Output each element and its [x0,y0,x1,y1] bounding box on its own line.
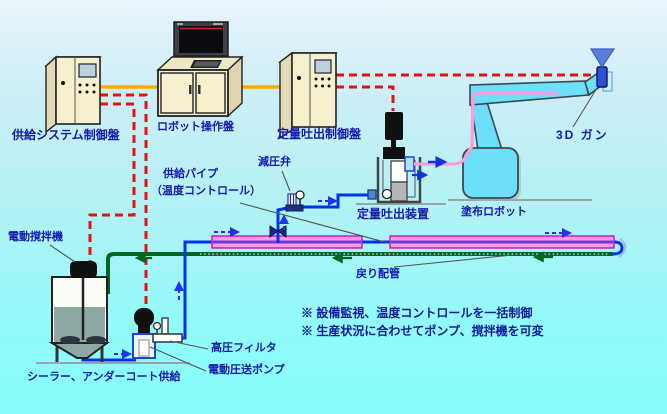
material-hose [414,91,558,166]
label-feed-pump: 電動圧送ポンプ [208,364,285,376]
spray-cone [589,48,616,69]
panel-screen [78,63,97,78]
label-return-pipe: 戻り配管 [356,268,400,280]
cabinet-door-right [195,72,226,114]
label-coating-robot: 塗布ロボット [461,206,527,218]
flow-arrows [114,156,572,359]
panel-screen [314,59,332,74]
valve-branch-pipe [276,193,370,243]
panel-buttons [78,83,96,94]
label-supply-pipe-1: 供給パイプ [163,168,218,180]
label-stirrer: 電動撹拌機 [8,231,63,243]
label-robot-panel: ロボット操作盤 [157,121,234,133]
pipe-loop-shadow [618,238,627,258]
note-line-1: ※ 設備監視、温度コントロールを一括制御 [301,306,533,320]
feed-pump [132,308,156,359]
label-metering-device: 定量吐出装置 [357,207,430,221]
spray-gun-3d [589,48,616,92]
label-discharge-panel: 定量吐出制御盤 [277,127,362,141]
note-line-2: ※ 生産状況に合わせてポンプ、撹拌機を可変 [301,324,544,338]
insulated-supply-pipe [211,235,615,249]
label-3d-gun: 3D ガン [556,128,609,142]
supply-control-cabinet [44,55,102,134]
label-supply-panel: 供給システム制御盤 [12,128,120,142]
label-reducing-valve: 減圧弁 [258,156,291,168]
pointer-lines [49,87,598,372]
panel-buttons [314,77,331,88]
metering-device [367,112,422,204]
label-hp-filter: 高圧フィルタ [211,342,277,354]
cabinet-door-left [160,72,194,114]
coating-robot [462,69,607,201]
robot-base [462,147,519,199]
stirrer-tank [48,261,110,362]
control-lines-red [88,73,596,307]
gun-body [596,66,608,88]
hose-connector [404,156,415,172]
discharge-control-cabinet [277,51,338,140]
label-sealer-supply: シーラー、アンダーコート供給 [27,371,181,383]
pressure-reducing-valve [285,190,305,212]
hp-filter [152,317,183,343]
robot-operation-panel [156,21,244,118]
label-supply-pipe-2: （温度コントロール） [151,185,261,197]
stirrer-motor [70,261,97,278]
